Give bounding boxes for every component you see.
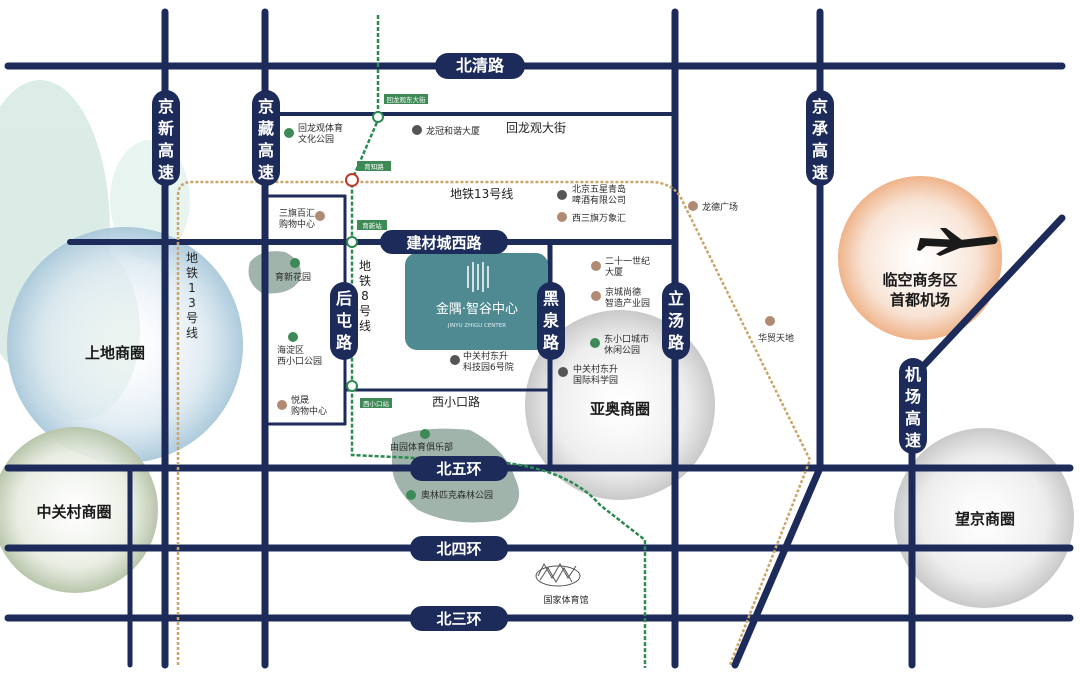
poi-birds-nest: 国家体育馆 xyxy=(543,594,588,606)
svg-text:立汤路: 立汤路 xyxy=(668,289,685,352)
poi-xisanqi-wanda: 西三旗万象汇 xyxy=(572,212,626,224)
road-label-xixiaokou: 西小口路 xyxy=(432,394,480,409)
road-pill-north4: 北四环 xyxy=(410,536,508,561)
svg-text:北五环: 北五环 xyxy=(436,460,481,478)
airplane-icon xyxy=(917,228,998,256)
yaao-circle xyxy=(525,310,715,500)
shop-icon xyxy=(591,291,601,301)
poi-huilongguan-park: 回龙观体育文化公园 xyxy=(298,122,343,145)
shangdi-circle xyxy=(7,227,243,463)
road-pill-heiquan: 黑泉路 xyxy=(537,282,565,360)
poi-zgc-dongsheng-intl: 中关村东升国际科学园 xyxy=(573,363,618,386)
project-subtitle: JINYU ZHIGU CENTER xyxy=(447,323,506,329)
poi-wuxing-beer: 北京五星青岛啤酒有限公司 xyxy=(572,183,626,206)
metro-stations xyxy=(345,94,428,408)
svg-text:后屯路: 后屯路 xyxy=(336,289,353,352)
linkong-circle xyxy=(838,176,1002,340)
shop-icon xyxy=(315,211,325,221)
svg-text:机场高速: 机场高速 xyxy=(905,365,921,450)
road-network xyxy=(4,8,1074,669)
project-block xyxy=(405,253,548,350)
poi-olympic-park: 奥林匹克森林公园 xyxy=(421,489,493,501)
park-icon xyxy=(288,332,298,342)
park-icon xyxy=(590,338,600,348)
svg-text:北清路: 北清路 xyxy=(456,56,505,75)
building-icon xyxy=(558,367,568,377)
park-icon xyxy=(290,258,300,268)
road-pill-airport-expwy: 机场高速 xyxy=(899,358,927,454)
shop-icon xyxy=(765,316,775,326)
road-pill-jingxin: 京新高速 xyxy=(152,90,180,186)
station-yuxin: 育新站 xyxy=(362,221,382,230)
area-zhongguancun: 中关村商圈 xyxy=(36,503,111,521)
poi-longde: 龙德广场 xyxy=(702,201,738,213)
poi-yiyuan-club: 由园体育俱乐部 xyxy=(390,441,453,453)
area-yaao: 亚奥商圈 xyxy=(590,400,650,418)
shop-icon xyxy=(277,400,287,410)
poi-dongxiaokou-park: 东小口城市休闲公园 xyxy=(604,333,649,356)
area-shangdi: 上地商圈 xyxy=(85,344,145,362)
road-pill-houtun: 后屯路 xyxy=(330,282,358,360)
road-pill-north5: 北五环 xyxy=(410,456,508,481)
road-pill-jiancai: 建材城西路 xyxy=(380,230,508,254)
road-pill-beiqing: 北清路 xyxy=(435,53,525,79)
area-airport: 首都机场 xyxy=(890,291,950,309)
project-logo-icon xyxy=(467,262,489,292)
svg-text:京藏高速: 京藏高速 xyxy=(258,97,274,182)
building-icon xyxy=(412,125,422,135)
park-icon xyxy=(420,429,430,439)
station-yuzhi: 育知路 xyxy=(364,162,384,171)
station-xixiaokou: 西小口站 xyxy=(363,399,390,408)
road-label-huilongguan: 回龙观大街 xyxy=(506,121,566,135)
metro-label-13: 地铁13号线 xyxy=(450,187,513,201)
shop-icon xyxy=(591,261,601,271)
svg-text:建材城西路: 建材城西路 xyxy=(406,234,482,252)
road-pill-litang: 立汤路 xyxy=(662,282,690,360)
poi-c21: 二十一世纪大厦 xyxy=(605,255,650,278)
poi-icons xyxy=(277,125,775,500)
area-wangjing: 望京商圈 xyxy=(955,510,1015,528)
poi-yuejun: 悦晟购物中心 xyxy=(291,394,327,417)
building-icon xyxy=(557,190,567,200)
park-icon xyxy=(284,128,294,138)
poi-yuxin-garden: 育新花园 xyxy=(275,271,311,283)
svg-text:黑泉路: 黑泉路 xyxy=(543,289,560,352)
poi-jingcheng-industry: 京城尚德智造产业园 xyxy=(605,286,650,309)
building-icon xyxy=(450,355,460,365)
metro-line-8 xyxy=(350,15,647,668)
metro-line-13 xyxy=(176,180,812,666)
svg-text:北三环: 北三环 xyxy=(436,610,481,628)
wangjing-circle xyxy=(894,428,1074,608)
poi-sanjiang: 三旗百汇购物中心 xyxy=(279,207,315,230)
station-huilongguan-east: 回龙观东大街 xyxy=(387,95,427,104)
poi-huamao: 华贸天地 xyxy=(758,332,794,344)
poi-haidian-park: 海淀区西小口公园 xyxy=(277,344,322,367)
road-pill-jingcheng: 京承高速 xyxy=(806,90,834,186)
svg-text:京新高速: 京新高速 xyxy=(158,97,174,182)
park-icon xyxy=(406,490,416,500)
project-name: 金隅·智谷中心 xyxy=(436,301,518,317)
shop-icon xyxy=(688,201,698,211)
svg-text:北四环: 北四环 xyxy=(436,540,481,558)
svg-text:京承高速: 京承高速 xyxy=(812,97,828,182)
poi-zgc-dongsheng6: 中关村东升科技园6号院 xyxy=(463,350,514,373)
road-pill-north3: 北三环 xyxy=(410,606,508,631)
road-pill-jingzang: 京藏高速 xyxy=(252,90,280,186)
shop-icon xyxy=(557,212,567,222)
birds-nest-icon xyxy=(535,562,581,587)
poi-longguan-building: 龙冠和谐大厦 xyxy=(426,125,480,137)
area-linkong: 临空商务区 xyxy=(882,271,957,289)
